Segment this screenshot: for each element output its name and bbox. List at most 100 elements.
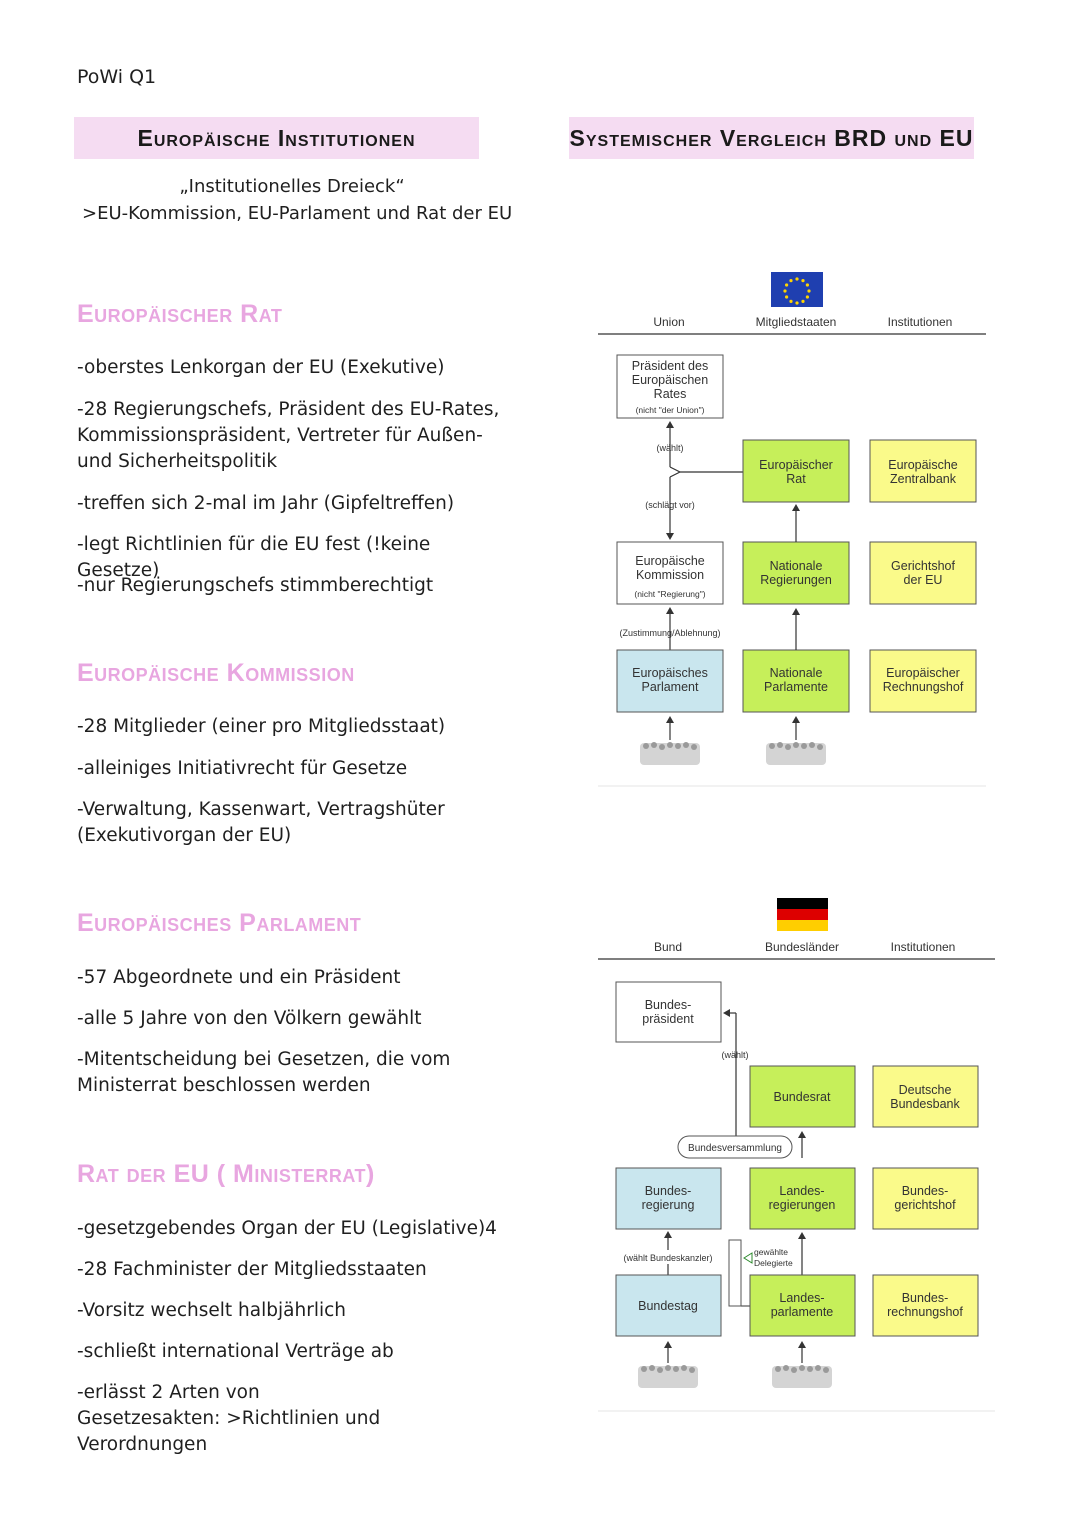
label-waehlt-bundeskanzler: (wählt Bundeskanzler) (623, 1253, 712, 1263)
intro-line-2: >EU-Kommission, EU-Parlament und Rat der… (82, 203, 513, 224)
label: Rates (654, 387, 687, 401)
label: Deutsche (899, 1083, 952, 1097)
bullet: -erlässt 2 Arten von Gesetzesakten: >Ric… (77, 1382, 381, 1455)
label: Rechnungshof (883, 680, 964, 694)
section-title-europaeische-kommission: Europäische Kommission (77, 659, 355, 687)
label: Parlament (642, 680, 699, 694)
col-institutionen: Institutionen (891, 940, 956, 954)
label: Regierungen (760, 573, 832, 587)
label-zustimmung: (Zustimmung/Ablehnung) (619, 628, 720, 638)
bullet: -57 Abgeordnete und ein Präsident (77, 967, 401, 988)
box-praesident-europaeischer-rat (616, 354, 724, 419)
col-union: Union (653, 315, 684, 329)
label: Europäischer (759, 458, 833, 472)
box-europaeischer-rechnungshof (869, 649, 977, 713)
label: Zentralbank (890, 472, 957, 486)
label-waehlt: (wählt) (721, 1050, 748, 1060)
label: Nationale (770, 666, 823, 680)
section-title-ministerrat: Rat der EU ( Ministerrat) (77, 1160, 375, 1188)
label: Präsident des (632, 359, 708, 373)
label: Nationale (770, 559, 823, 573)
box-landesregierungen (749, 1167, 856, 1230)
label: Bundesrat (774, 1090, 832, 1104)
label: gerichtshof (894, 1198, 956, 1212)
label: regierung (642, 1198, 695, 1212)
eu-flag-icon (771, 272, 823, 307)
label: Bundesbank (890, 1097, 960, 1111)
label: (nicht "der Union") (636, 405, 705, 415)
box-bundestag (615, 1274, 722, 1337)
label: Gerichtshof (891, 559, 955, 573)
label: Bundes- (902, 1291, 949, 1305)
label-schlaegt-vor: (schlägt vor) (645, 500, 695, 510)
label-delegierte: Delegierte (754, 1258, 793, 1268)
label: Bundesversammlung (688, 1143, 782, 1154)
box-bundespraesident (615, 981, 722, 1043)
col-bund: Bund (654, 940, 682, 954)
bullet: -nur Regierungschefs stimmberechtigt (77, 575, 434, 596)
bullet: -28 Fachminister der Mitgliedsstaaten (77, 1259, 427, 1280)
box-gerichtshof-der-eu (869, 541, 977, 605)
col-mitgliedstaaten: Mitgliedstaaten (756, 315, 837, 329)
label: Kommission (636, 568, 704, 582)
left-heading: Europäische Institutionen (74, 117, 479, 159)
label-waehlt: (wählt) (656, 443, 683, 453)
label: regierungen (769, 1198, 836, 1212)
section-title-europaeischer-rat: Europäischer Rat (77, 300, 283, 328)
box-bundesgerichtshof (872, 1167, 979, 1230)
label: Bundestag (638, 1299, 698, 1313)
label: Europäischer (886, 666, 960, 680)
label: Landes- (779, 1184, 824, 1198)
label: der EU (904, 573, 943, 587)
box-bundesrechnungshof (872, 1274, 979, 1337)
label: Bundes- (902, 1184, 949, 1198)
label: Bundes- (645, 1184, 692, 1198)
bullet: -28 Mitglieder (einer pro Mitgliedsstaat… (77, 716, 446, 737)
label: Rat (786, 472, 806, 486)
bullet: -oberstes Lenkorgan der EU (Exekutive) (77, 357, 445, 378)
bullet: -alleiniges Initiativrecht für Gesetze (77, 758, 408, 779)
people-icon (772, 1365, 832, 1388)
box-europaeische-zentralbank (869, 439, 977, 503)
bullet: -Mitentscheidung bei Gesetzen, die vom M… (77, 1049, 451, 1096)
pill-bundesversammlung (677, 1135, 793, 1159)
bullet: -legt Richtlinien für die EU fest (!kein… (77, 534, 431, 581)
box-bundesrat (749, 1065, 856, 1128)
box-europaeisches-parlament (616, 649, 724, 713)
bullet: -Verwaltung, Kassenwart, Vertragshüter (… (77, 799, 445, 846)
label: Landes- (779, 1291, 824, 1305)
right-heading-text: Systemischer Vergleich BRD und EU (569, 125, 974, 151)
label: (nicht "Regierung") (634, 589, 705, 599)
label: Europäisches (632, 666, 708, 680)
box-nationale-parlamente (742, 649, 850, 713)
intro-line-1: „Institutionelles Dreieck“ (179, 176, 405, 197)
bullet: -gesetzgebendes Organ der EU (Legislativ… (77, 1218, 497, 1239)
people-icon (766, 742, 826, 765)
col-institutionen: Institutionen (888, 315, 953, 329)
brd-structure-diagram: Bund Bundesländer Institutionen Bundes- … (598, 898, 995, 1412)
section-title-europaeisches-parlament: Europäisches Parlament (77, 909, 362, 937)
bullet: -Vorsitz wechselt halbjährlich (77, 1300, 346, 1321)
course-label: PoWi Q1 (77, 66, 157, 88)
col-bundeslaender: Bundesländer (765, 940, 839, 954)
box-bundesregierung (615, 1167, 722, 1230)
left-heading-text: Europäische Institutionen (137, 125, 416, 151)
label: Europäische (635, 554, 705, 568)
bullet: -28 Regierungschefs, Präsident des EU-Ra… (77, 399, 500, 472)
label: Europäischen (632, 373, 708, 387)
label: Bundes- (645, 998, 692, 1012)
box-deutsche-bundesbank (872, 1065, 979, 1128)
bullet: -treffen sich 2-mal im Jahr (Gipfeltreff… (77, 493, 455, 514)
box-landesparlamente (749, 1274, 856, 1337)
bullet: -alle 5 Jahre von den Völkern gewählt (77, 1008, 422, 1029)
label: rechnungshof (887, 1305, 963, 1319)
label: Parlamente (764, 680, 828, 694)
people-icon (640, 742, 700, 765)
people-icon (638, 1365, 698, 1388)
box-europaeische-kommission (616, 541, 724, 605)
eu-structure-diagram: Union Mitgliedstaaten Institutionen Präs… (598, 272, 986, 787)
german-flag-icon (777, 898, 828, 931)
label: Europäische (888, 458, 958, 472)
box-europaeischer-rat (742, 439, 850, 503)
label: präsident (642, 1012, 694, 1026)
